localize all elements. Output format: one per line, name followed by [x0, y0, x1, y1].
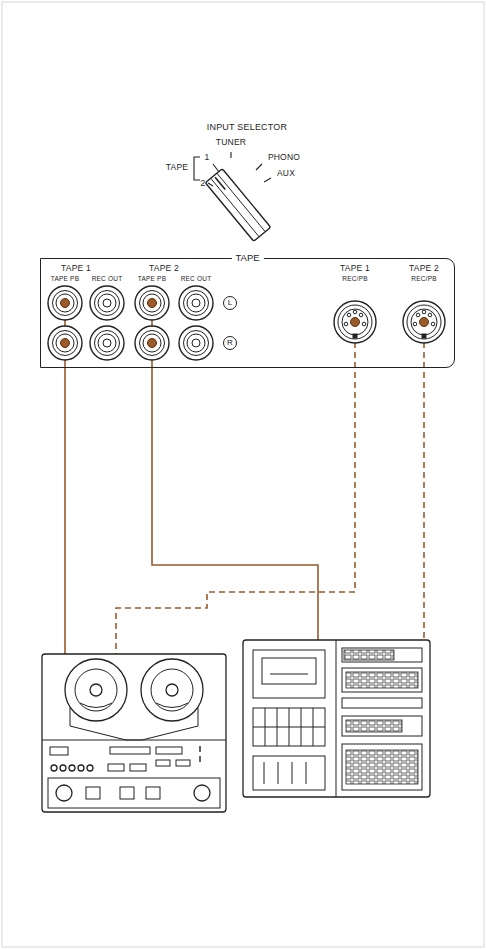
channel-mark: R — [227, 338, 233, 348]
channel-mark: L — [228, 298, 233, 308]
reel-to-reel-deck — [42, 654, 226, 812]
jack-name: TAPE PB — [138, 275, 166, 283]
jack-name: REC OUT — [92, 275, 123, 283]
socket-group-name: TAPE 1 — [340, 263, 370, 273]
selector-position: TUNER — [216, 137, 246, 147]
cassette-deck — [243, 640, 430, 797]
panel-title: TAPE — [231, 252, 263, 263]
selector-position: 1 — [205, 152, 210, 162]
tape-panel: TAPE — [40, 258, 455, 368]
tape-bracket — [194, 157, 200, 180]
jack-name: REC OUT — [181, 275, 212, 283]
jack-group-name: TAPE 2 — [149, 263, 179, 273]
selector-position: TAPE — [166, 162, 188, 172]
jack-name: TAPE PB — [51, 275, 79, 283]
channel-circles — [224, 297, 237, 350]
selector-position: PHONO — [268, 152, 300, 162]
socket-name: REC/PB — [342, 275, 367, 283]
din-sockets — [334, 301, 445, 343]
selector-title: INPUT SELECTOR — [207, 122, 288, 133]
jack-group-name: TAPE 1 — [61, 263, 91, 273]
socket-group-name: TAPE 2 — [409, 263, 439, 273]
selector-knob — [205, 169, 270, 242]
din-wires — [116, 322, 424, 654]
rca-jacks — [48, 286, 213, 360]
socket-name: REC/PB — [411, 275, 436, 283]
selector-position: 2 — [201, 178, 206, 188]
selector-ticks — [208, 152, 271, 186]
signal-wires — [65, 303, 318, 654]
selector-position: AUX — [277, 168, 295, 178]
